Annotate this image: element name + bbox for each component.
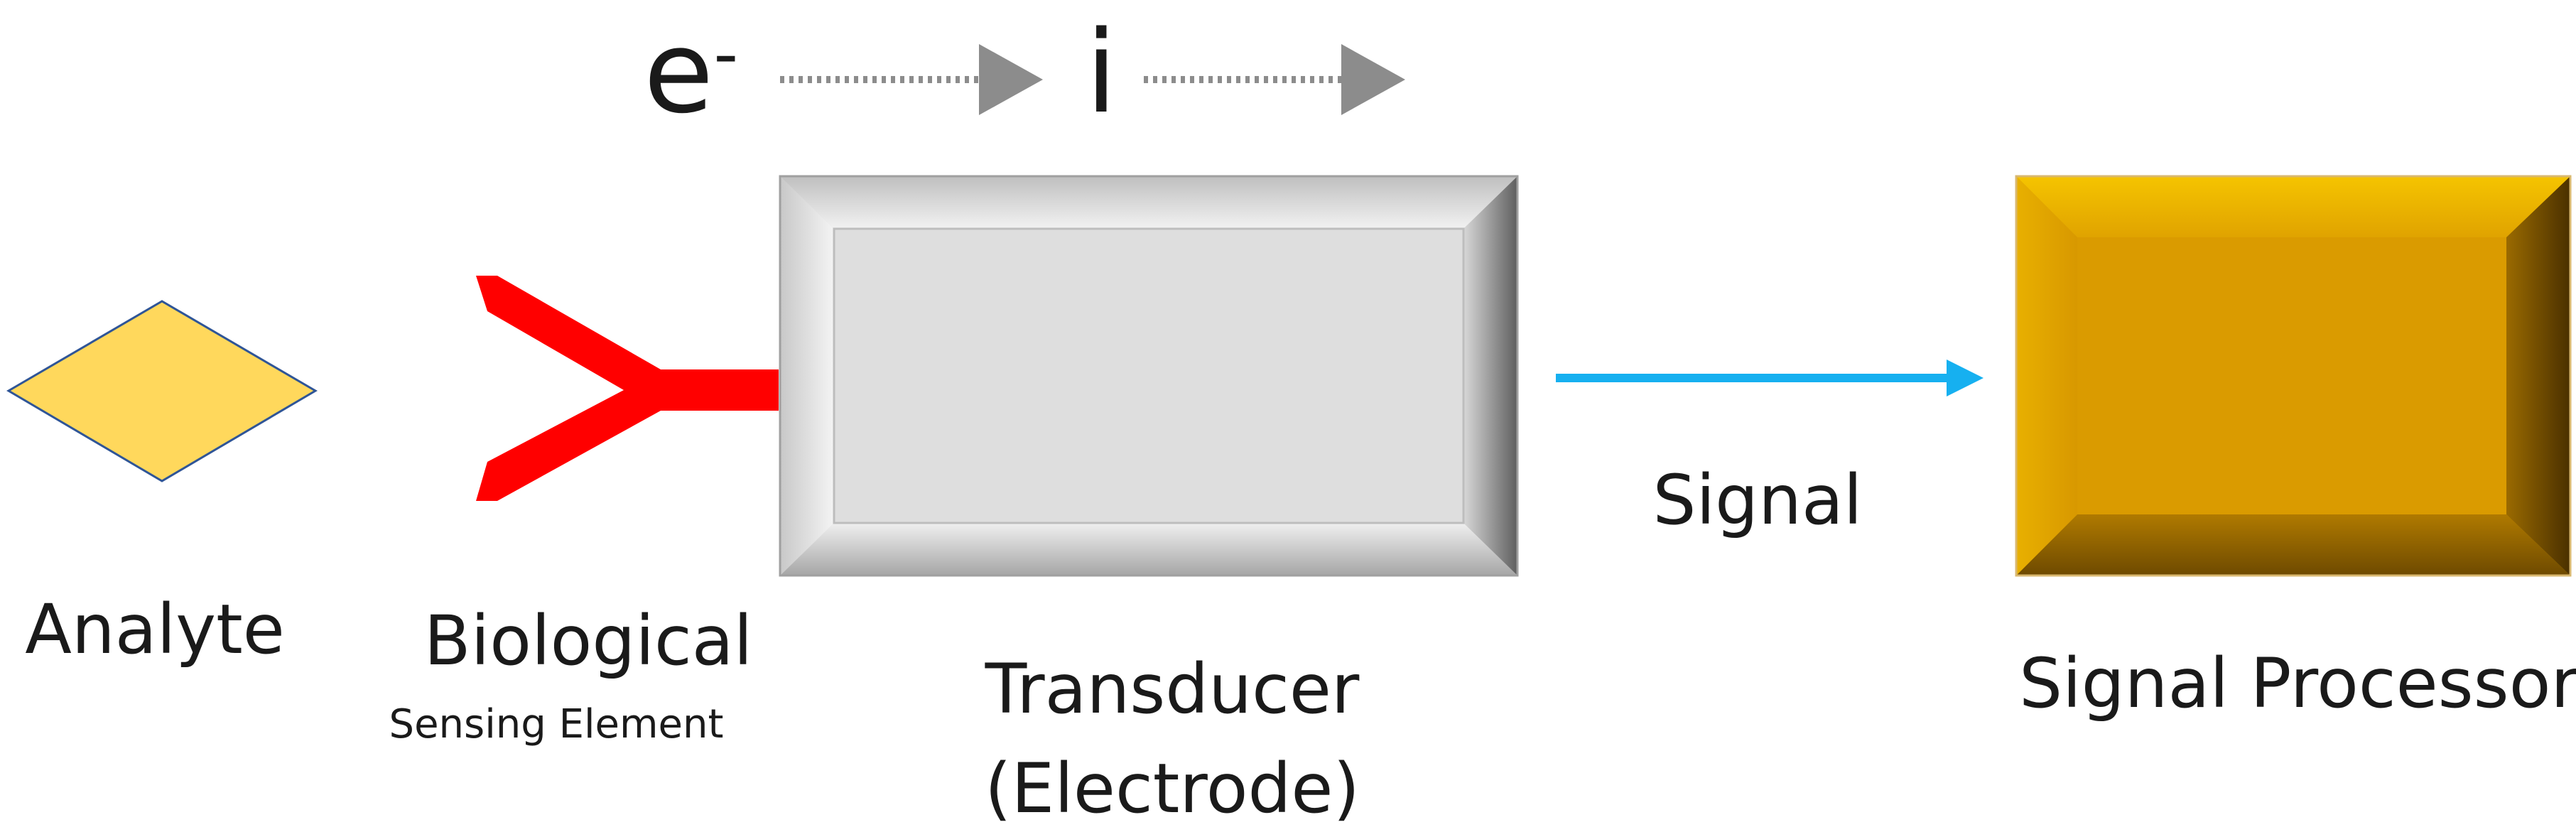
biological-label: Biological: [423, 601, 753, 681]
electrode-label: (Electrode): [985, 749, 1360, 828]
signal-processor-label: Signal Processor: [2019, 644, 2576, 723]
analyte-label: Analyte: [25, 590, 285, 669]
analyte-diamond-shape: [6, 300, 318, 482]
current-label: i: [1086, 6, 1117, 139]
signal-label: Signal: [1652, 460, 1863, 540]
receptor-y-shape: [476, 276, 779, 501]
transducer-label: Transducer: [985, 649, 1360, 729]
electron-symbol: e: [644, 6, 714, 139]
electron-label: e-: [644, 16, 738, 129]
transducer-box: [779, 175, 1519, 577]
signal-arrow: [1556, 360, 1984, 396]
signal-processor-box: [2015, 175, 2572, 577]
electron-superscript: -: [713, 14, 739, 94]
sensing-element-label: Sensing Element: [389, 701, 724, 747]
